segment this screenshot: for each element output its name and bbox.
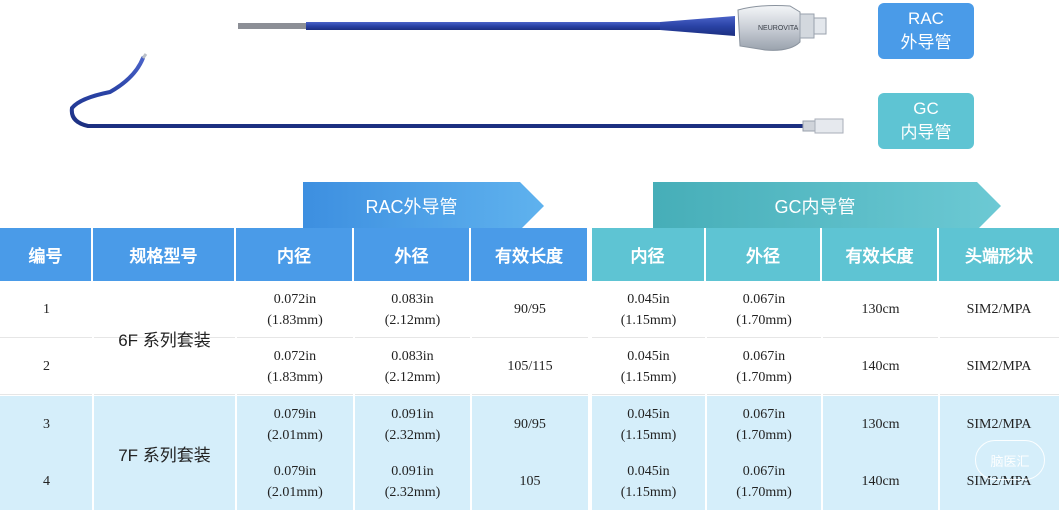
rac-label-line2: 外导管 [900, 33, 952, 52]
col-header-rac-od: 外径 [354, 228, 471, 281]
column-divider [92, 281, 94, 510]
cell-gc-id: 0.045in(1.15mm) [620, 291, 677, 328]
cell-no: 3 [43, 417, 50, 432]
cell-no: 1 [43, 302, 50, 317]
cell-gc-id: 0.045in(1.15mm) [620, 406, 677, 443]
rac-catheter-shaft [306, 22, 666, 30]
gc-catheter [69, 53, 844, 134]
cell-rac-length: 105 [519, 474, 541, 489]
rac-hub [737, 5, 801, 51]
brand-logo: NEUROVITA [758, 25, 799, 32]
gc-catheter-shaft [69, 56, 807, 128]
col-header-rac-length: 有效长度 [471, 228, 589, 281]
cell-no: 2 [43, 359, 50, 374]
cell-rac-od: 0.091in(2.32mm) [384, 406, 441, 443]
cell-tip-shape: SIM2/MPA [966, 359, 1032, 374]
cell-no: 4 [43, 474, 50, 489]
spec-7f-set: 7F 系列套装 [118, 445, 211, 465]
col-header-gc-od: 外径 [706, 228, 822, 281]
cell-rac-od: 0.091in(2.32mm) [384, 463, 441, 500]
rac-catheter-tip [238, 23, 306, 29]
cell-rac-length: 90/95 [514, 302, 546, 317]
cell-rac-length: 105/115 [507, 359, 553, 374]
gc-luer [814, 118, 844, 134]
column-divider [821, 281, 823, 510]
gc-hub [802, 120, 816, 132]
cell-rac-length: 90/95 [514, 417, 546, 432]
rac-hub-cap [799, 13, 815, 39]
rac-label-badge: RAC 外导管 [878, 3, 974, 59]
rac-label-line1: RAC [908, 9, 944, 28]
cell-gc-od: 0.067in(1.70mm) [736, 291, 792, 328]
rac-luer [813, 17, 827, 35]
column-divider [235, 281, 237, 510]
gc-group-header: GC内导管 [653, 182, 1001, 230]
cell-gc-length: 140cm [861, 359, 900, 374]
cell-tip-shape: SIM2/MPA [966, 474, 1032, 489]
column-divider [938, 281, 940, 510]
cell-rac-od: 0.083in(2.12mm) [384, 291, 441, 328]
cell-tip-shape: SIM2/MPA [966, 417, 1032, 432]
gc-label-badge: GC 内导管 [878, 93, 974, 149]
cell-tip-shape: SIM2/MPA [966, 302, 1032, 317]
table-row: 4 0.079in(2.01mm) 0.091in(2.32mm) 105 0.… [0, 453, 1059, 510]
table-row: 2 0.072in(1.83mm) 0.083in(2.12mm) 105/11… [0, 338, 1059, 395]
catheter-drawing: NEUROVITA [69, 5, 844, 134]
col-header-tip-shape: 头端形状 [939, 228, 1059, 281]
table-row: 1 0.072in(1.83mm) 0.083in(2.12mm) 90/95 … [0, 281, 1059, 338]
cell-gc-od: 0.067in(1.70mm) [736, 406, 792, 443]
column-divider [353, 281, 355, 510]
col-header-rac-id: 内径 [236, 228, 354, 281]
cell-gc-length: 130cm [861, 302, 900, 317]
spec-6f-set: 6F 系列套装 [118, 330, 211, 350]
col-header-model: 规格型号 [93, 228, 236, 281]
group-divider [588, 228, 592, 510]
cell-gc-od: 0.067in(1.70mm) [736, 463, 792, 500]
column-divider [705, 281, 707, 510]
col-header-gc-length: 有效长度 [822, 228, 939, 281]
col-header-no: 编号 [0, 228, 93, 281]
col-header-gc-id: 内径 [591, 228, 706, 281]
rac-catheter: NEUROVITA [238, 5, 827, 51]
gc-catheter-tip [141, 53, 148, 59]
cell-rac-id: 0.079in(2.01mm) [267, 406, 323, 443]
rac-group-header: RAC外导管 [303, 182, 544, 230]
rac-strain-relief [660, 16, 735, 36]
cell-rac-id: 0.072in(1.83mm) [267, 348, 323, 385]
table-row: 3 0.079in(2.01mm) 0.091in(2.32mm) 90/95 … [0, 396, 1059, 453]
cell-gc-length: 140cm [861, 474, 900, 489]
cell-gc-length: 130cm [861, 417, 900, 432]
cell-gc-id: 0.045in(1.15mm) [620, 463, 677, 500]
cell-rac-id: 0.079in(2.01mm) [267, 463, 323, 500]
product-illustration: NEUROVITA RAC 外导管 GC 内导管 [0, 0, 1059, 175]
watermark: 脑医汇 [975, 440, 1045, 480]
cell-rac-od: 0.083in(2.12mm) [384, 348, 441, 385]
cell-gc-id: 0.045in(1.15mm) [620, 348, 677, 385]
gc-label-line1: GC [913, 99, 939, 118]
gc-label-line2: 内导管 [900, 123, 952, 142]
cell-rac-id: 0.072in(1.83mm) [267, 291, 323, 328]
cell-gc-od: 0.067in(1.70mm) [736, 348, 792, 385]
column-divider [470, 281, 472, 510]
